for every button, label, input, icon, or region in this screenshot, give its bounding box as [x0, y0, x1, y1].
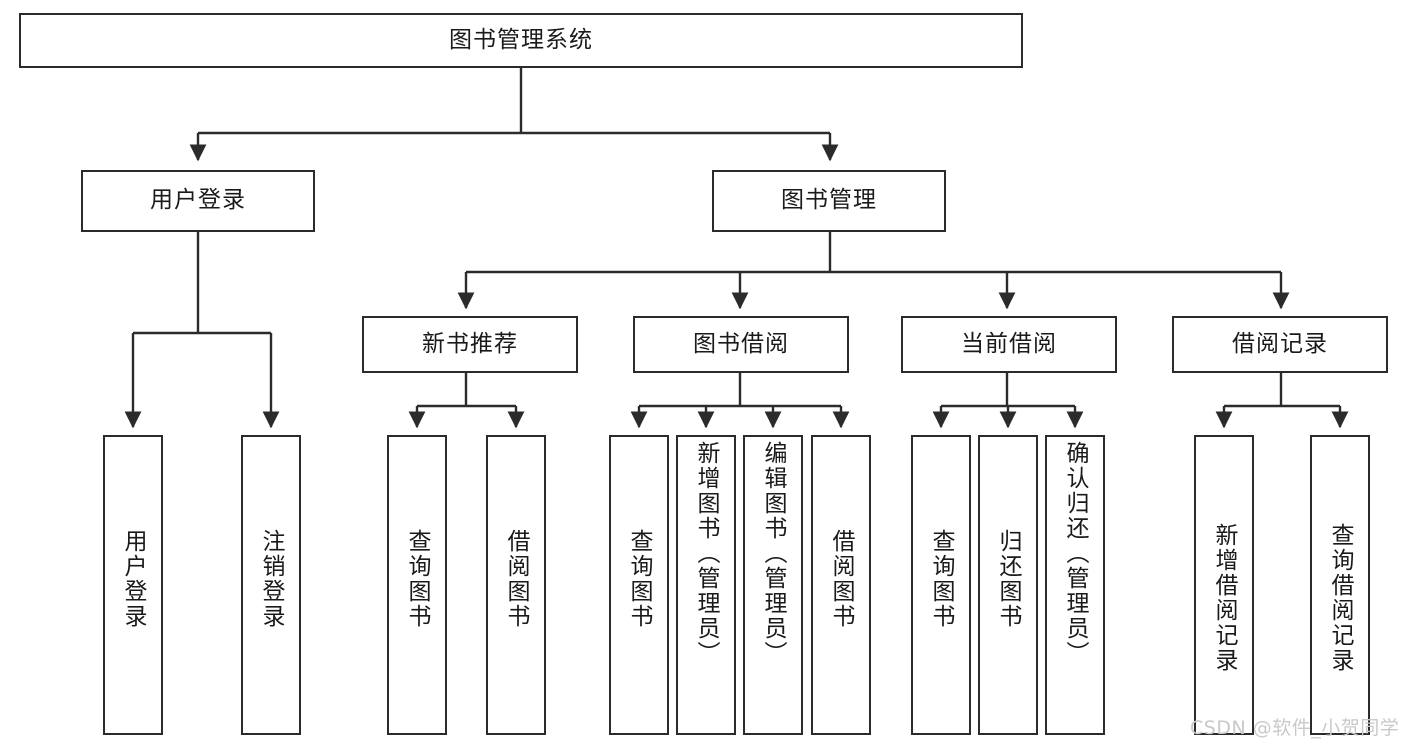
node-label: 当前借阅: [961, 330, 1057, 357]
leaf-label: 借阅图书: [503, 529, 530, 629]
leaf-borrow-edit-book-admin[interactable]: 编辑图书（管理员）: [743, 435, 803, 735]
node-label: 新书推荐: [422, 330, 518, 357]
leaf-label: 注销登录: [258, 529, 285, 629]
leaf-user-login-do[interactable]: 用户登录: [103, 435, 163, 735]
leaf-borrow-add-book-admin[interactable]: 新增图书（管理员）: [676, 435, 736, 735]
leaf-borrow-borrow-book[interactable]: 借阅图书: [811, 435, 871, 735]
node-current-borrow[interactable]: 当前借阅: [901, 316, 1117, 373]
node-new-book-recommend[interactable]: 新书推荐: [362, 316, 578, 373]
leaf-record-add-record[interactable]: 新增借阅记录: [1194, 435, 1254, 735]
node-label: 图书借阅: [693, 330, 789, 357]
leaf-newbook-borrow-book[interactable]: 借阅图书: [486, 435, 546, 735]
leaf-current-return-book[interactable]: 归还图书: [978, 435, 1038, 735]
leaf-label: 查询图书: [928, 529, 955, 629]
node-book-borrow[interactable]: 图书借阅: [633, 316, 849, 373]
node-label: 用户登录: [150, 187, 246, 214]
leaf-user-logout[interactable]: 注销登录: [241, 435, 301, 735]
leaf-label: 用户登录: [120, 529, 147, 629]
leaf-label: 新增借阅记录: [1211, 523, 1238, 673]
leaf-label: 归还图书: [995, 529, 1022, 629]
leaf-record-query-record[interactable]: 查询借阅记录: [1310, 435, 1370, 735]
node-label: 借阅记录: [1232, 330, 1328, 357]
leaf-label: 借阅图书: [828, 529, 855, 629]
leaf-label: 确认归还（管理员）: [1062, 441, 1089, 666]
node-label: 图书管理系统: [449, 26, 593, 53]
node-user-login[interactable]: 用户登录: [81, 170, 315, 232]
node-borrow-record[interactable]: 借阅记录: [1172, 316, 1388, 373]
node-book-management[interactable]: 图书管理: [712, 170, 946, 232]
leaf-label: 新增图书（管理员）: [693, 441, 720, 666]
leaf-label: 编辑图书（管理员）: [760, 441, 787, 666]
node-root-system[interactable]: 图书管理系统: [19, 13, 1023, 68]
leaf-label: 查询图书: [404, 529, 431, 629]
leaf-current-confirm-return-admin[interactable]: 确认归还（管理员）: [1045, 435, 1105, 735]
leaf-label: 查询借阅记录: [1327, 523, 1354, 673]
leaf-label: 查询图书: [626, 529, 653, 629]
leaf-newbook-query-book[interactable]: 查询图书: [387, 435, 447, 735]
node-label: 图书管理: [781, 187, 877, 214]
leaf-current-query-book[interactable]: 查询图书: [911, 435, 971, 735]
leaf-borrow-query-book[interactable]: 查询图书: [609, 435, 669, 735]
